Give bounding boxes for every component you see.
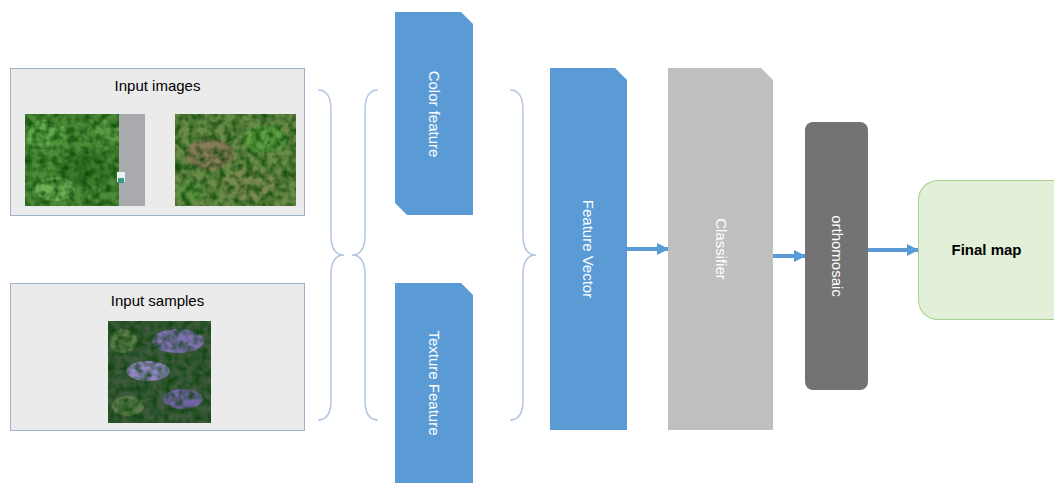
process-box: orthomosaic	[805, 122, 868, 390]
output-box: Final map	[918, 180, 1054, 320]
box-label: orthomosaic	[828, 215, 846, 297]
classifier-box: Classifier	[668, 68, 773, 430]
panel-title: Input samples	[111, 292, 204, 310]
flow-arrow	[627, 247, 668, 251]
feature-box: Color feature	[395, 12, 473, 215]
box-fill	[395, 283, 473, 483]
grass-photo	[175, 114, 296, 206]
box-fill	[668, 68, 773, 430]
merge-brace	[510, 90, 536, 420]
panel-title: Input images	[115, 77, 201, 95]
box-fill	[550, 68, 627, 430]
road-photo	[25, 114, 145, 206]
box-label: Feature Vector	[580, 200, 598, 298]
split-brace	[352, 90, 378, 420]
feature-box: Texture Feature	[395, 283, 473, 483]
input-panel: Input images	[10, 68, 305, 216]
box-fill	[395, 12, 473, 215]
box-label: Final map	[951, 241, 1021, 259]
box-label: Classifier	[712, 218, 730, 280]
aerial-photos	[25, 114, 296, 206]
flow-arrow	[868, 248, 918, 252]
box-label: Color feature	[425, 70, 443, 157]
merge-brace	[318, 90, 344, 420]
feature-vector-box: Feature Vector	[550, 68, 627, 430]
input-panel: Input samples	[10, 283, 305, 431]
box-label: Texture Feature	[425, 330, 443, 435]
sample-photo	[108, 321, 211, 423]
flow-arrow	[773, 254, 805, 258]
